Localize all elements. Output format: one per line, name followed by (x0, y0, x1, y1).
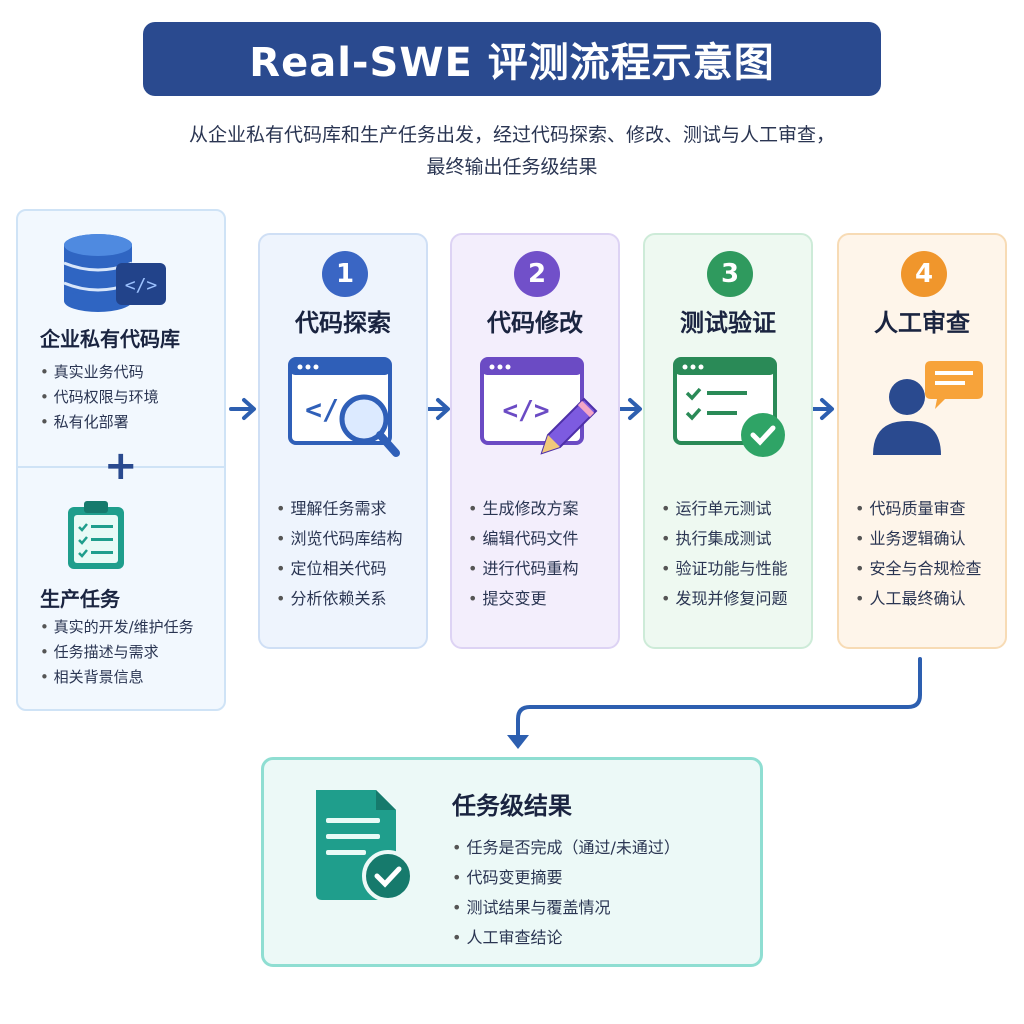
arrow-right-icon (229, 398, 256, 420)
step-item: 代码质量审查 (855, 495, 966, 519)
step-title: 测试验证 (680, 309, 776, 337)
result-panel: 任务级结果 任务是否完成（通过/未通过） 代码变更摘要 测试结果与覆盖情况 人工… (261, 757, 763, 967)
step-item: 运行单元测试 (661, 495, 772, 519)
step-number: 4 (901, 251, 947, 297)
step-title: 代码修改 (487, 309, 583, 337)
task-item: 任务描述与需求 (40, 641, 159, 662)
page-title: Real-SWE 评测流程示意图 (143, 22, 881, 96)
step-title: 人工审查 (874, 309, 970, 337)
code-window-pencil-icon: </> (480, 357, 598, 455)
step-item: 人工最终确认 (855, 585, 966, 609)
svg-text:</>: </> (503, 396, 550, 426)
step-item: 验证功能与性能 (661, 555, 788, 579)
step-number: 2 (514, 251, 560, 297)
step-item: 浏览代码库结构 (276, 525, 403, 549)
plus-sign: + (104, 443, 138, 489)
step-test-verify: 3 测试验证 运行单元测试 执行集成测试 验证功能与性能 发现并修复问题 (643, 233, 813, 649)
person-chat-icon (873, 361, 983, 455)
step-item: 业务逻辑确认 (855, 525, 966, 549)
step-number: 1 (322, 251, 368, 297)
input-panel: </> 企业私有代码库 真实业务代码 代码权限与环境 私有化部署 + 生产任务 … (16, 209, 226, 711)
repo-item: 私有化部署 (40, 411, 129, 432)
result-item: 测试结果与覆盖情况 (452, 894, 611, 918)
repo-item: 代码权限与环境 (40, 386, 159, 407)
database-code-icon: </> (63, 234, 166, 312)
task-item: 相关背景信息 (40, 666, 144, 687)
task-item: 真实的开发/维护任务 (40, 616, 194, 637)
step-item: 编辑代码文件 (468, 525, 579, 549)
clipboard-checklist-icon (68, 501, 124, 569)
code-window-magnifier-icon: </ (288, 357, 400, 457)
tasks-title: 生产任务 (40, 587, 120, 611)
step-item: 分析依赖关系 (276, 585, 387, 609)
divider (18, 466, 224, 468)
step-item: 进行代码重构 (468, 555, 579, 579)
step-title: 代码探索 (295, 309, 391, 337)
arrow-right-icon (615, 398, 642, 420)
connector-arrow (507, 657, 922, 749)
document-check-icon (316, 790, 414, 902)
repo-item: 真实业务代码 (40, 361, 144, 382)
step-human-review: 4 人工审查 代码质量审查 业务逻辑确认 安全与合规检查 人工最终确认 (837, 233, 1007, 649)
step-item: 生成修改方案 (468, 495, 579, 519)
svg-text:</>: </> (125, 275, 158, 296)
step-code-modify: 2 代码修改 </> 生成修改方案 编辑代码文件 进行代码重构 提交变更 (450, 233, 620, 649)
subtitle-line-1: 从企业私有代码库和生产任务出发，经过代码探索、修改、测试与人工审查， (188, 124, 835, 146)
result-item: 代码变更摘要 (452, 864, 563, 888)
step-item: 理解任务需求 (276, 495, 387, 519)
step-item: 提交变更 (468, 585, 547, 609)
repo-title: 企业私有代码库 (40, 327, 180, 351)
checklist-window-check-icon (673, 357, 785, 457)
step-item: 发现并修复问题 (661, 585, 788, 609)
step-item: 定位相关代码 (276, 555, 387, 579)
subtitle-line-2: 最终输出任务级结果 (426, 156, 598, 178)
result-title: 任务级结果 (452, 792, 572, 820)
svg-text:</: </ (305, 393, 339, 426)
step-item: 执行集成测试 (661, 525, 772, 549)
step-item: 安全与合规检查 (855, 555, 982, 579)
step-code-explore: 1 代码探索 </ 理解任务需求 浏览代码库结构 定位相关代码 分析依赖关系 (258, 233, 428, 649)
arrow-right-icon (423, 398, 450, 420)
step-number: 3 (707, 251, 753, 297)
result-item: 人工审查结论 (452, 924, 563, 948)
result-item: 任务是否完成（通过/未通过） (452, 834, 680, 858)
